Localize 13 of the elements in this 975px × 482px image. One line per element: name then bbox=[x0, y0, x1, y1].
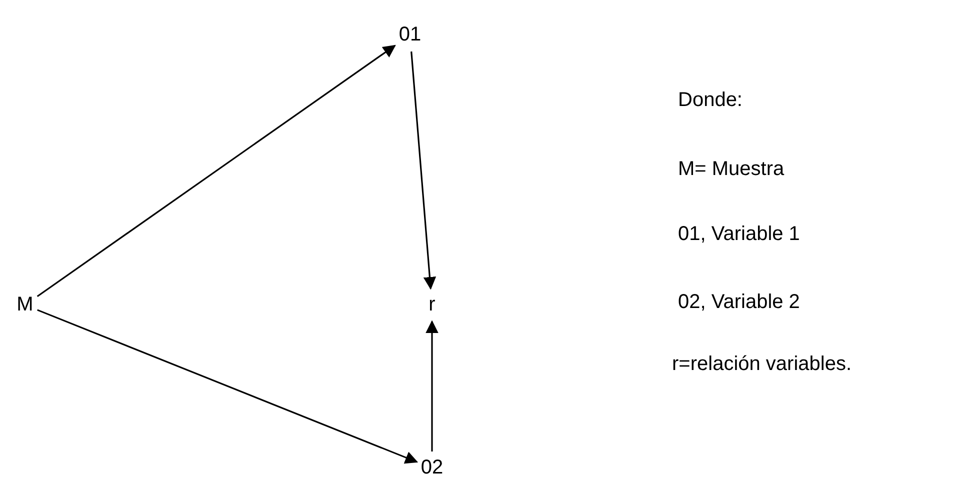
arrow bbox=[410, 51, 436, 290]
legend-note: Donde: bbox=[678, 88, 742, 113]
legend-note: M= Muestra bbox=[678, 157, 784, 182]
legend-note: r=relación variables. bbox=[672, 352, 852, 377]
node-label: r bbox=[428, 292, 436, 318]
arrow bbox=[36, 44, 396, 297]
legend-note: 02, Variable 2 bbox=[678, 290, 800, 315]
arrow bbox=[426, 320, 438, 452]
node-label: 01 bbox=[398, 22, 422, 48]
node-label: 02 bbox=[420, 456, 444, 480]
arrow bbox=[37, 309, 418, 464]
legend-note: 01, Variable 1 bbox=[678, 222, 800, 247]
node-label: M bbox=[16, 292, 34, 318]
